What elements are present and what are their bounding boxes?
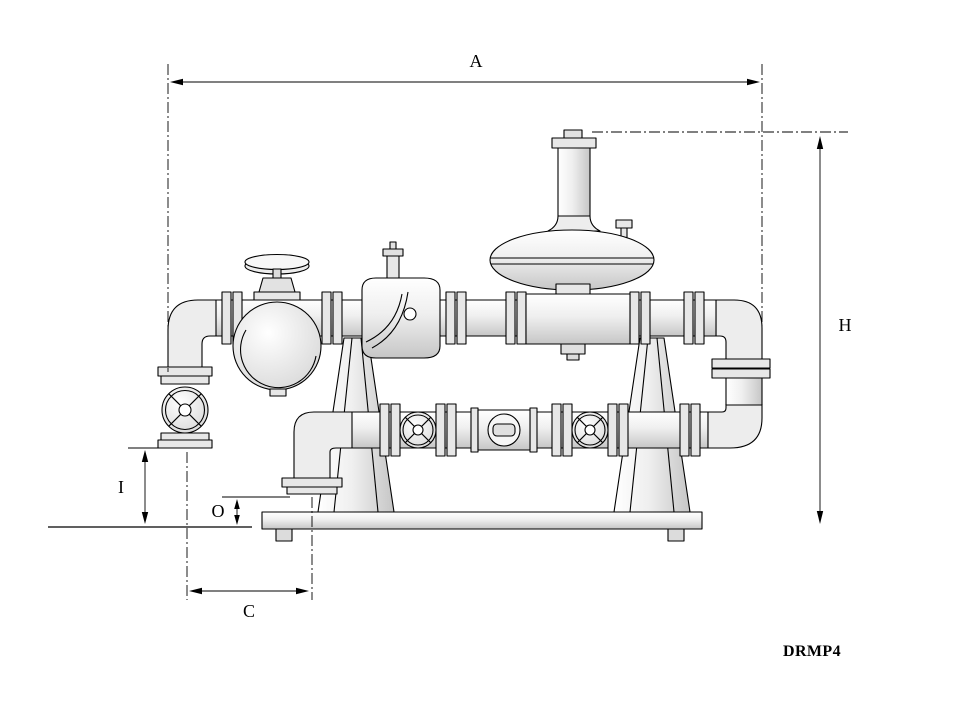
dimension-c-label: C	[243, 601, 255, 621]
flange	[470, 407, 479, 453]
arrowhead	[747, 78, 760, 86]
flange	[529, 407, 538, 453]
flange	[281, 477, 343, 488]
flange	[640, 291, 651, 345]
pilot-flare	[547, 215, 601, 232]
arrowhead	[141, 450, 149, 462]
flange	[321, 291, 332, 345]
elbow	[707, 403, 763, 449]
dimensions	[48, 64, 848, 600]
arrowhead	[816, 511, 824, 524]
dimension-h-label: H	[839, 315, 852, 335]
flange	[618, 403, 629, 457]
flange	[332, 291, 343, 345]
flange	[160, 375, 210, 385]
base-plate	[261, 511, 703, 530]
bottom-boss	[560, 343, 586, 355]
flange	[456, 291, 467, 345]
pump-assembly	[232, 253, 322, 397]
flange	[160, 432, 210, 441]
volute-spiral	[239, 329, 317, 389]
pilot-cap	[551, 137, 597, 149]
top-fitting-cap	[382, 248, 404, 257]
equipment	[157, 129, 771, 542]
arrowhead	[234, 499, 240, 509]
inlet-assembly	[157, 299, 217, 449]
elbow	[715, 299, 763, 360]
arrowhead	[296, 587, 309, 595]
lower-pipe-run	[281, 403, 709, 495]
flange	[711, 368, 771, 379]
dimension-c	[186, 452, 313, 600]
flange	[221, 291, 232, 345]
dimension-h	[592, 131, 848, 524]
flange	[253, 291, 301, 301]
drain-elbow	[281, 411, 353, 495]
flange	[435, 403, 446, 457]
arrowhead	[170, 78, 183, 86]
vent-fitting	[615, 219, 633, 229]
flange	[379, 403, 390, 457]
flange	[445, 291, 456, 345]
flange	[683, 291, 694, 345]
dimension-i-label: I	[118, 477, 124, 497]
flange	[679, 403, 690, 457]
flange	[562, 403, 573, 457]
lower-valve-left	[379, 403, 457, 457]
top-fitting	[386, 255, 400, 281]
valve-stem	[272, 268, 282, 279]
outlet-return-pipe	[707, 299, 771, 449]
arrowhead	[141, 512, 149, 524]
pump-volute	[232, 301, 322, 391]
dimension-i	[128, 447, 170, 524]
flange	[607, 403, 618, 457]
flange	[690, 403, 701, 457]
regulator-neck	[555, 283, 591, 296]
sight-glass	[470, 407, 538, 453]
base-foot-left	[275, 528, 293, 542]
arrowhead	[234, 515, 240, 525]
flange	[694, 291, 705, 345]
flange	[629, 291, 640, 345]
flange	[446, 403, 457, 457]
drawing-code: DRMP4	[783, 643, 841, 660]
dimension-a-label: A	[470, 51, 483, 71]
skid-base	[261, 511, 703, 542]
arrowhead	[816, 136, 824, 149]
inlet-valve	[161, 386, 209, 434]
dimension-o-label: O	[212, 501, 225, 521]
pump-drain	[269, 388, 287, 397]
flange	[505, 291, 516, 345]
isolation-valve	[244, 253, 310, 301]
base-foot-right	[667, 528, 685, 542]
pilot-tube	[557, 147, 591, 217]
check-valve	[361, 241, 441, 359]
flange	[551, 403, 562, 457]
hinge-pin	[403, 307, 417, 321]
flapper	[365, 293, 403, 343]
flange	[286, 486, 338, 495]
handwheel	[244, 253, 310, 271]
flapper	[371, 291, 409, 349]
top-fitting-nub	[389, 241, 397, 250]
flange	[711, 358, 771, 369]
arrowhead	[189, 587, 202, 595]
valve-bonnet	[258, 277, 296, 293]
flange	[516, 291, 527, 345]
pilot-cap-bolt	[563, 129, 583, 139]
flange	[157, 439, 213, 449]
lower-valve-right	[551, 403, 629, 457]
dimension-o	[222, 496, 290, 525]
flange	[157, 366, 213, 377]
diaphragm-dome	[489, 229, 655, 291]
flange	[390, 403, 401, 457]
regulator-body	[525, 293, 631, 345]
pipe	[725, 377, 763, 406]
elbow	[167, 299, 217, 369]
dimension-a	[167, 64, 763, 372]
pressure-regulator	[489, 129, 655, 361]
bottom-plug	[566, 353, 580, 361]
